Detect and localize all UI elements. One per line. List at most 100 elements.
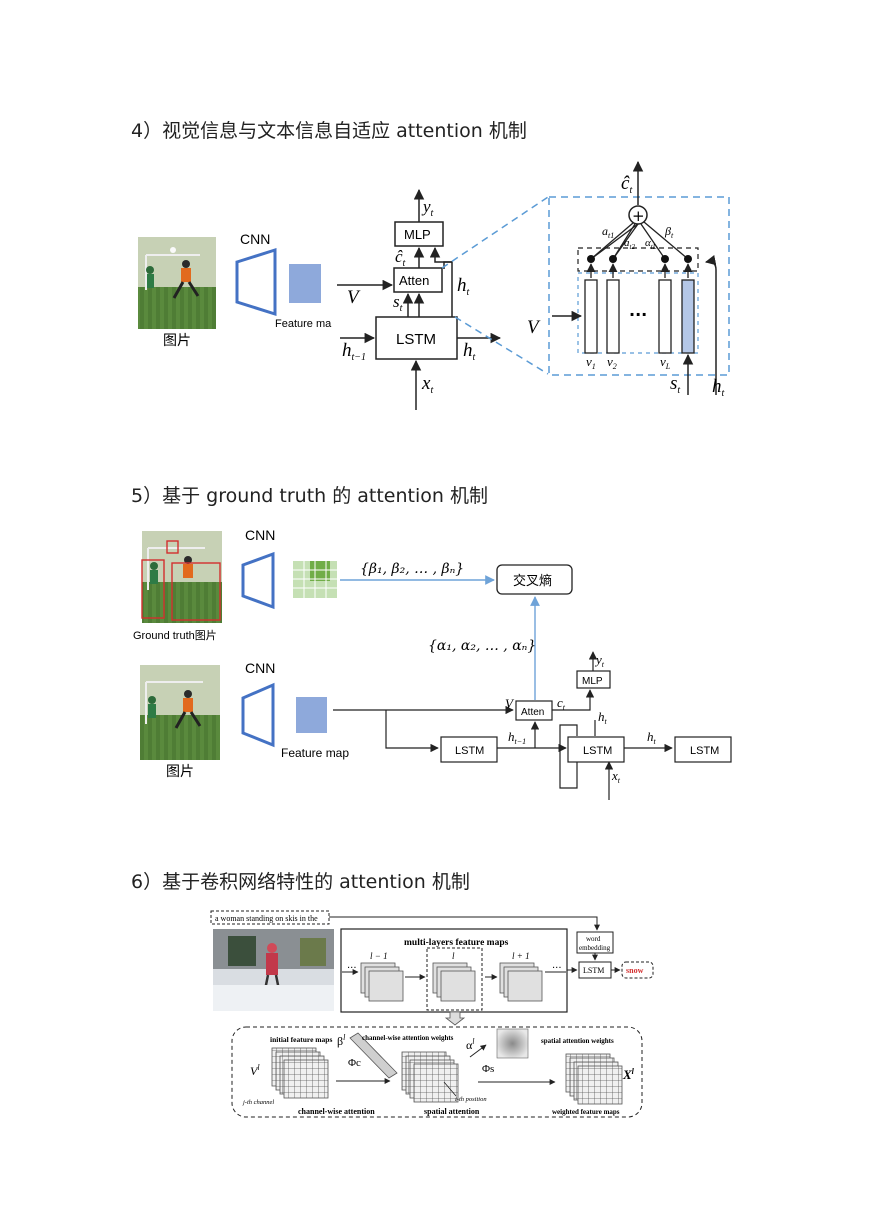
dots-left: ··· [347,963,357,974]
xt-label-2: xt [611,768,621,785]
beta-symbol: βl [337,1033,346,1048]
vl-symbol: Vl [250,1063,260,1078]
lstm-right-label: LSTM [690,745,719,757]
yt-label-2: yt [594,652,605,669]
cnn-encoder-shape [235,247,277,317]
lstm-right-box [674,736,732,763]
svg-text:+: + [632,207,645,225]
zoom-ht-label: ht [712,376,725,399]
lstm-mid-label: LSTM [583,745,612,757]
cnn-top-label: CNN [245,527,275,543]
ct-label: ĉt [395,247,406,269]
layer-prev-stack [360,962,404,1002]
svg-text:embedding: embedding [579,944,611,952]
alpha-tl-label: αtL [645,237,657,251]
channel-weighted-stack [401,1051,459,1103]
atten-box-2 [515,700,553,721]
cnn-bottom-label: CNN [245,660,275,676]
channel-weight-bar [349,1032,398,1079]
lstm-left-box [440,736,498,763]
zoom-panel [548,196,730,376]
h-prev-label: ht−1 [342,340,366,363]
feature-map-block-2 [296,697,327,733]
zoom-ct-label: ĉt [621,173,632,196]
photo-caption: 图片 [163,333,191,349]
layer-next-stack [499,962,543,1002]
mlp-label-2: MLP [582,676,603,687]
cnn-top-shape [241,551,275,610]
initial-maps-label: initial feature maps [270,1035,332,1044]
cross-entropy-box [496,564,573,595]
ith-position-label: i-th position [455,1096,487,1103]
cross-entropy-label: 交叉熵 [513,573,552,589]
mlp-label: MLP [404,227,431,242]
ct-label-2: ct [557,695,566,712]
caption-input-box [210,910,330,925]
phi-s-symbol: Φs [482,1063,494,1075]
alpha-t2-label: at2 [624,237,635,251]
layer-prev-label: l − 1 [370,951,388,961]
feature-map-caption-2: Feature map [281,746,349,760]
ht-out-label: ht [463,340,476,363]
alpha-t1-label: at1 [602,224,614,240]
gt-photo-caption: Ground truth图片 [133,629,217,642]
layer-cur-label: l [452,951,455,961]
heading-6: 6）基于卷积网络特性的 attention 机制 [131,871,470,893]
jth-channel-label: j-th channel [242,1099,274,1106]
snow-output-box [621,961,654,979]
gt-attention-grid [293,561,337,598]
lstm-left-label: LSTM [455,745,484,757]
feature-map-block [289,264,321,303]
atten-label: Atten [399,273,429,288]
lstm-label: LSTM [396,331,436,348]
phi-c-symbol: Φc [348,1057,361,1069]
v-label-2: V [505,696,515,711]
spatial-attention-label: spatial attention [424,1107,480,1116]
spatial-weights-label: spatial attention weights [541,1037,614,1045]
zoom-dots: ··· [629,305,647,324]
ht-label-2: ht [598,709,608,726]
weighted-maps-label: weighted feature maps [552,1108,620,1116]
ht-out-label-2: ht [647,729,657,746]
heading-5: 5）基于 ground truth 的 attention 机制 [131,485,488,507]
xt-label: xt [421,373,433,396]
ht-side-label: ht [457,275,470,298]
lstm-box [375,316,458,360]
expand-arrow [444,1011,466,1026]
initial-maps-stack [271,1047,329,1099]
soccer-photo-2 [140,665,220,760]
soccer-photo [138,237,216,329]
alpha-symbol: αl [466,1037,475,1052]
lstm-label-6: LSTM [583,966,604,975]
beta-set-label: {β₁, β₂, … , βₙ} [360,561,464,577]
yt-label: yt [421,197,434,219]
zoom-v-label: V [527,317,541,338]
alpha-set-label: {α₁, α₂, … , αₙ} [428,638,536,654]
ground-truth-photo [141,531,222,623]
h-prev-label-2: ht−1 [508,729,526,746]
snow-output-label: snow [626,966,644,975]
weighted-maps-stack [565,1053,623,1105]
vl-label: vL [660,354,671,371]
multi-layers-title: multi-layers feature maps [404,938,509,948]
layer-cur-stack [432,962,476,1002]
dots-right: ··· [552,963,562,974]
svg-text:word: word [586,935,601,943]
xl-symbol: Xl [622,1067,635,1082]
channel-attention-label: channel-wise attention [298,1107,375,1116]
cnn-bottom-shape [241,682,275,748]
lstm-mid-box [567,736,625,763]
photo-caption-2: 图片 [166,764,194,780]
v2-label: v2 [607,354,617,371]
heading-4: 4）视觉信息与文本信息自适应 attention 机制 [131,120,527,142]
channel-weights-label: channel-wise attention weights [362,1034,454,1042]
layer-next-label: l + 1 [512,951,530,961]
st-label: st [393,292,403,314]
cnn-label: CNN [240,231,270,247]
spatial-weight-map [496,1028,529,1059]
caption-input-text: a woman standing on skis in the [215,914,318,923]
zoom-st-label: st [670,373,680,396]
